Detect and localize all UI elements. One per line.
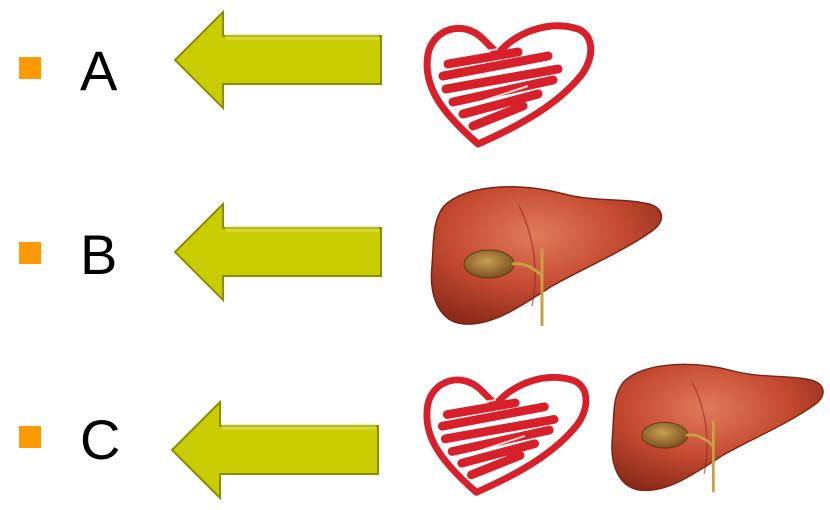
bullet-square	[19, 57, 41, 79]
option-row-b: B	[0, 170, 830, 340]
left-arrow-icon	[170, 400, 382, 500]
heart-icon	[418, 364, 593, 504]
option-row-c: C	[0, 340, 830, 510]
bullet-square	[19, 242, 41, 264]
left-arrow-icon	[173, 202, 385, 302]
option-letter: C	[80, 412, 120, 468]
heart-icon	[418, 14, 598, 154]
liver-icon	[424, 176, 669, 334]
option-letter: A	[80, 43, 117, 99]
bullet-square	[19, 426, 41, 448]
option-letter: B	[80, 227, 117, 283]
option-row-a: A	[0, 0, 830, 170]
liver-icon	[605, 352, 830, 502]
left-arrow-icon	[173, 10, 385, 110]
